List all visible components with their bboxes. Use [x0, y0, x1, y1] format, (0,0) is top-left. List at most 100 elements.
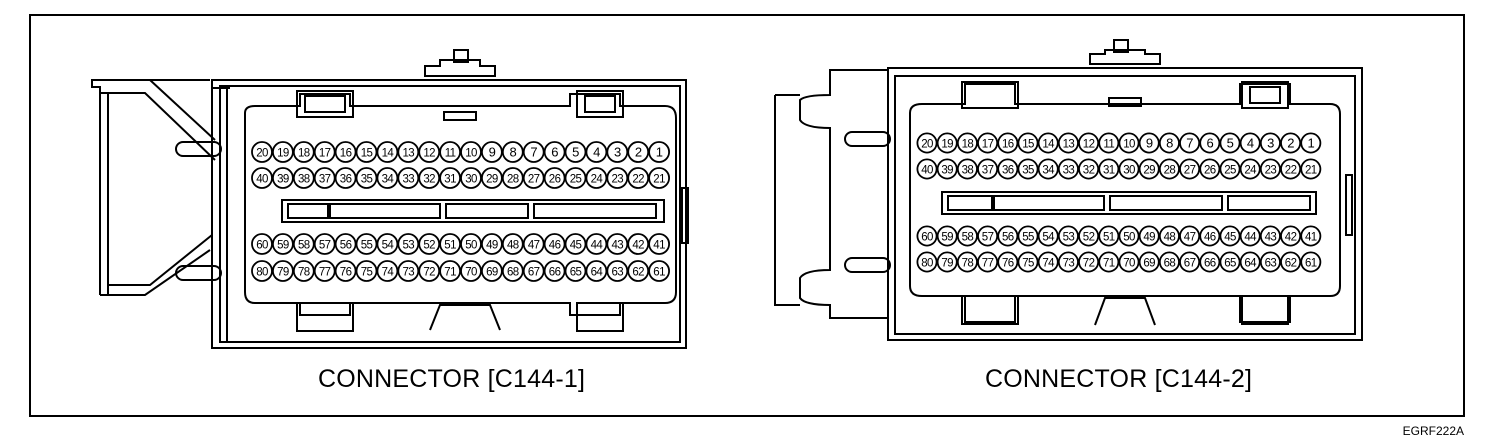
- pin-number: 24: [591, 174, 604, 186]
- pin-circle: [1239, 251, 1261, 273]
- pin-number: 45: [570, 240, 582, 252]
- pin-number: 29: [1143, 165, 1155, 177]
- pin-number: 69: [486, 267, 498, 279]
- pin-number: 31: [1103, 165, 1115, 177]
- latch-slot-tl-inner: [304, 95, 346, 113]
- pin-number: 43: [1265, 232, 1277, 244]
- pin-c144-1-7: 7: [522, 141, 545, 163]
- pin-c144-2-51: 51: [1098, 225, 1120, 247]
- divider-slot-1: [947, 195, 993, 211]
- pin-circle: [1239, 132, 1261, 154]
- pin-c144-1-13: 13: [397, 141, 420, 163]
- pin-number: 59: [941, 232, 953, 244]
- divider-slot-2: [993, 195, 1105, 211]
- pin-number: 77: [319, 267, 331, 279]
- pin-circle: [1017, 158, 1039, 180]
- pin-number: 7: [1186, 136, 1193, 151]
- pin-c144-2-69: 69: [1138, 251, 1160, 273]
- pin-number: 56: [1002, 232, 1014, 244]
- pin-number: 21: [1305, 165, 1317, 177]
- pin-circle: [1057, 251, 1079, 273]
- pin-c144-2-10: 10: [1118, 132, 1140, 154]
- pin-c144-1-65: 65: [564, 260, 587, 282]
- pin-circle: [1239, 158, 1261, 180]
- bracket-pin-top: [844, 131, 891, 147]
- pin-number: 16: [340, 148, 352, 160]
- pin-number: 22: [632, 174, 644, 186]
- pin-circle: [1219, 251, 1241, 273]
- pin-number: 65: [570, 267, 582, 279]
- pin-c144-2-19: 19: [936, 132, 958, 154]
- pin-number: 61: [653, 267, 665, 279]
- pin-number: 40: [921, 165, 933, 177]
- pin-c144-2-73: 73: [1057, 251, 1079, 273]
- pin-c144-2-4: 4: [1239, 132, 1261, 154]
- pin-c144-1-35: 35: [355, 167, 378, 189]
- pin-circle: [543, 141, 566, 163]
- pin-c144-2-16: 16: [997, 132, 1019, 154]
- divider-slot-3: [1109, 195, 1223, 211]
- pin-number: 28: [507, 174, 519, 186]
- pin-c144-1-43: 43: [606, 233, 629, 255]
- pin-circle: [1219, 158, 1241, 180]
- pin-number: 26: [549, 174, 561, 186]
- connector-c144-2-label: CONNECTOR [C144-2]: [985, 365, 1253, 393]
- left-bracket-plate: [774, 94, 800, 306]
- pin-c144-1-11: 11: [439, 141, 462, 163]
- pin-c144-2-47: 47: [1179, 225, 1201, 247]
- pin-circle: [1037, 251, 1059, 273]
- pin-c144-2-25: 25: [1219, 158, 1241, 180]
- pin-number: 19: [941, 139, 953, 151]
- pin-number: 57: [982, 232, 994, 244]
- pin-number: 9: [489, 145, 496, 160]
- pin-circle: [1138, 132, 1160, 154]
- latch-slot-tl: [961, 81, 1019, 109]
- pin-number: 77: [982, 258, 994, 270]
- pin-c144-2-24: 24: [1239, 158, 1261, 180]
- pin-c144-1-12: 12: [418, 141, 441, 163]
- pin-circle: [997, 225, 1019, 247]
- pin-number: 47: [528, 240, 540, 252]
- pin-c144-2-36: 36: [997, 158, 1019, 180]
- pin-number: 9: [1146, 136, 1153, 151]
- pin-circle: [997, 158, 1019, 180]
- pin-c144-2-20: 20: [916, 132, 938, 154]
- pin-c144-1-58: 58: [292, 233, 315, 255]
- pin-c144-2-18: 18: [956, 132, 978, 154]
- pin-number: 24: [1244, 165, 1257, 177]
- left-bracket: [799, 69, 888, 319]
- pin-number: 67: [1184, 258, 1196, 270]
- pin-c144-1-25: 25: [564, 167, 587, 189]
- bottom-key: [1094, 297, 1156, 326]
- pin-number: 37: [319, 174, 331, 186]
- bottom-key: [429, 304, 501, 331]
- pin-number: 61: [1305, 258, 1317, 270]
- pin-circle: [916, 158, 938, 180]
- pin-circle: [606, 167, 629, 189]
- pin-number: 68: [1164, 258, 1176, 270]
- latch-slot-tr: [1241, 81, 1289, 109]
- pin-circle: [1078, 132, 1100, 154]
- pin-c144-1-32: 32: [418, 167, 441, 189]
- pin-c144-2-79: 79: [936, 251, 958, 273]
- pin-number: 47: [1184, 232, 1196, 244]
- pin-c144-1-71: 71: [439, 260, 462, 282]
- pin-number: 41: [1305, 232, 1317, 244]
- pin-c144-2-32: 32: [1078, 158, 1100, 180]
- pin-circle: [501, 260, 524, 282]
- pin-c144-2-2: 2: [1280, 132, 1302, 154]
- pin-c144-2-60: 60: [916, 225, 938, 247]
- pin-number: 55: [361, 240, 373, 252]
- pin-number: 8: [1166, 136, 1173, 151]
- pin-c144-1-8: 8: [501, 141, 524, 163]
- pin-circle: [1118, 225, 1140, 247]
- pin-c144-1-63: 63: [606, 260, 629, 282]
- top-key-nub: [1113, 39, 1129, 53]
- pin-number: 73: [1063, 258, 1075, 270]
- pin-c144-1-47: 47: [522, 233, 545, 255]
- pin-number: 10: [465, 148, 477, 160]
- pin-c144-2-67: 67: [1179, 251, 1201, 273]
- pin-number: 18: [298, 148, 310, 160]
- pin-number: 28: [1164, 165, 1176, 177]
- pin-number: 63: [612, 267, 624, 279]
